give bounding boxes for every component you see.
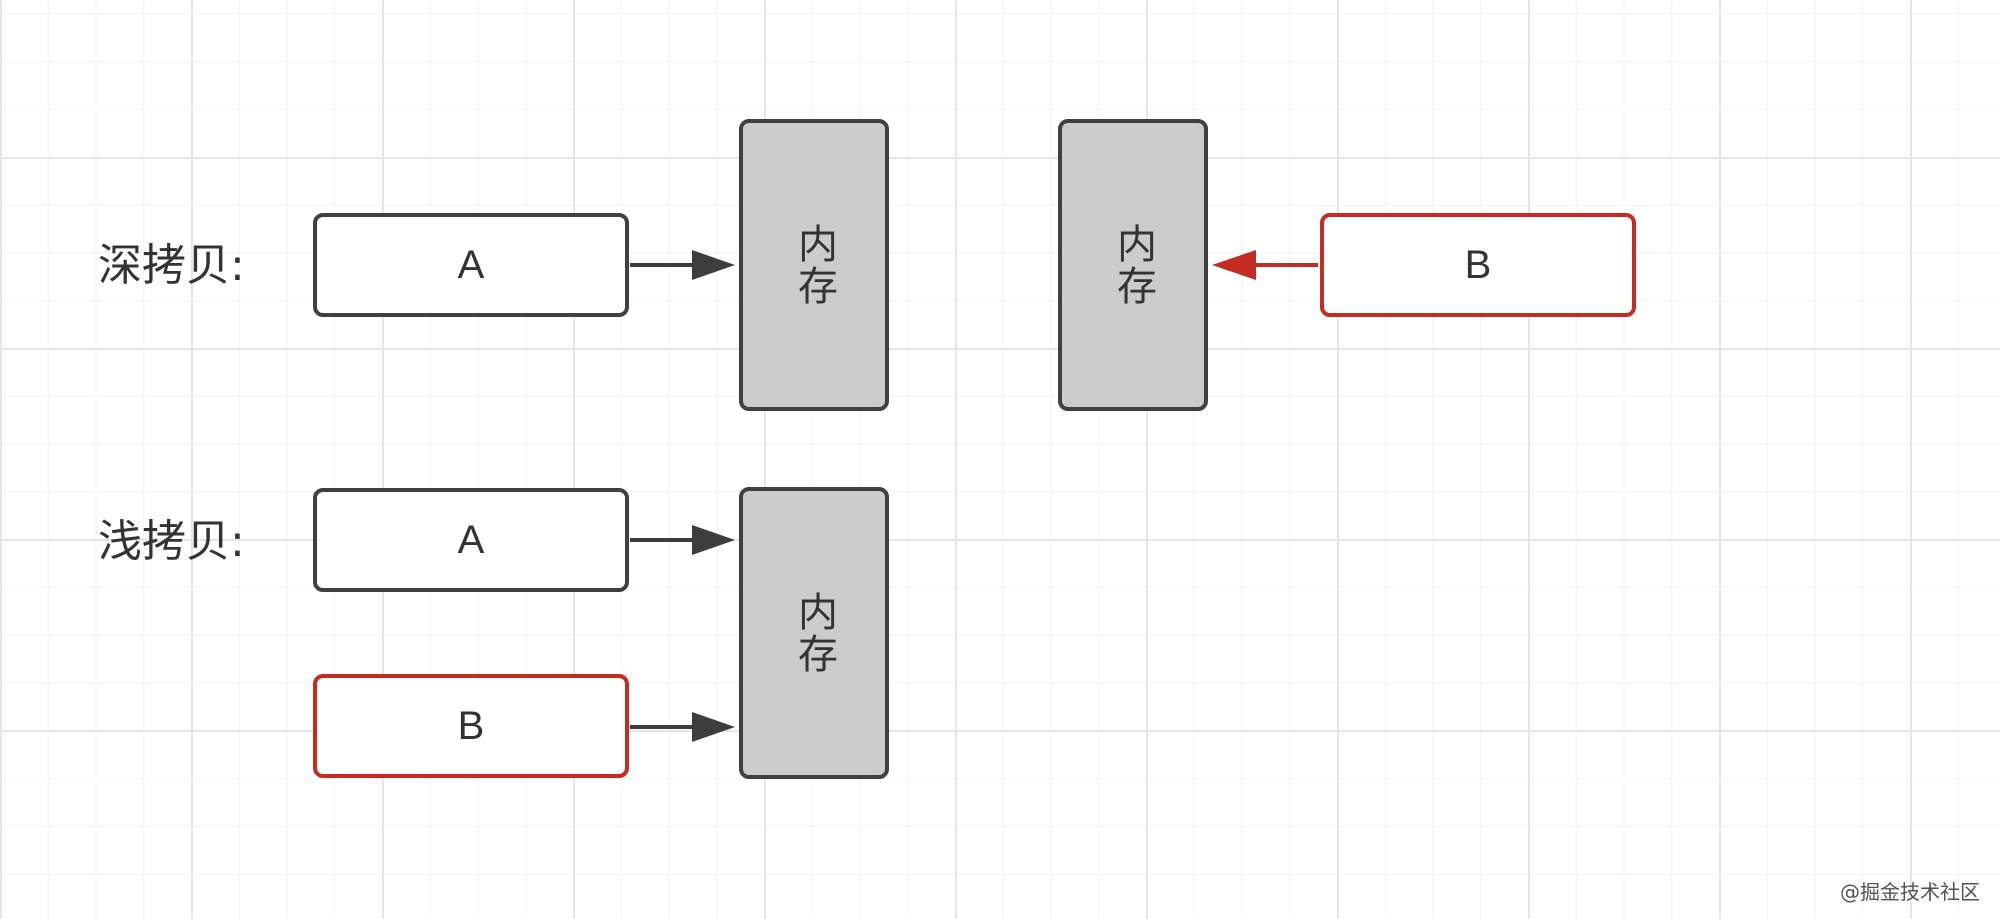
shallow-copy-memory[interactable]: 内存 [739,487,889,779]
shallow-copy-box-a[interactable]: A [313,488,629,592]
watermark-text: @掘金技术社区 [1840,880,1980,904]
deep-copy-memory-a[interactable]: 内存 [739,119,889,411]
arrow-deep-b-to-memory [1212,250,1318,280]
shallow-copy-label: 浅拷贝: [98,516,245,567]
deep-copy-label: 深拷贝: [98,240,245,291]
deep-copy-box-b[interactable]: B [1320,213,1636,317]
arrow-shallow-a-to-memory [630,525,735,555]
arrow-shallow-b-to-memory [630,712,735,742]
deep-copy-box-a[interactable]: A [313,213,629,317]
shallow-copy-box-b[interactable]: B [313,674,629,778]
arrow-deep-a-to-memory [630,250,735,280]
deep-copy-memory-b[interactable]: 内存 [1058,119,1208,411]
